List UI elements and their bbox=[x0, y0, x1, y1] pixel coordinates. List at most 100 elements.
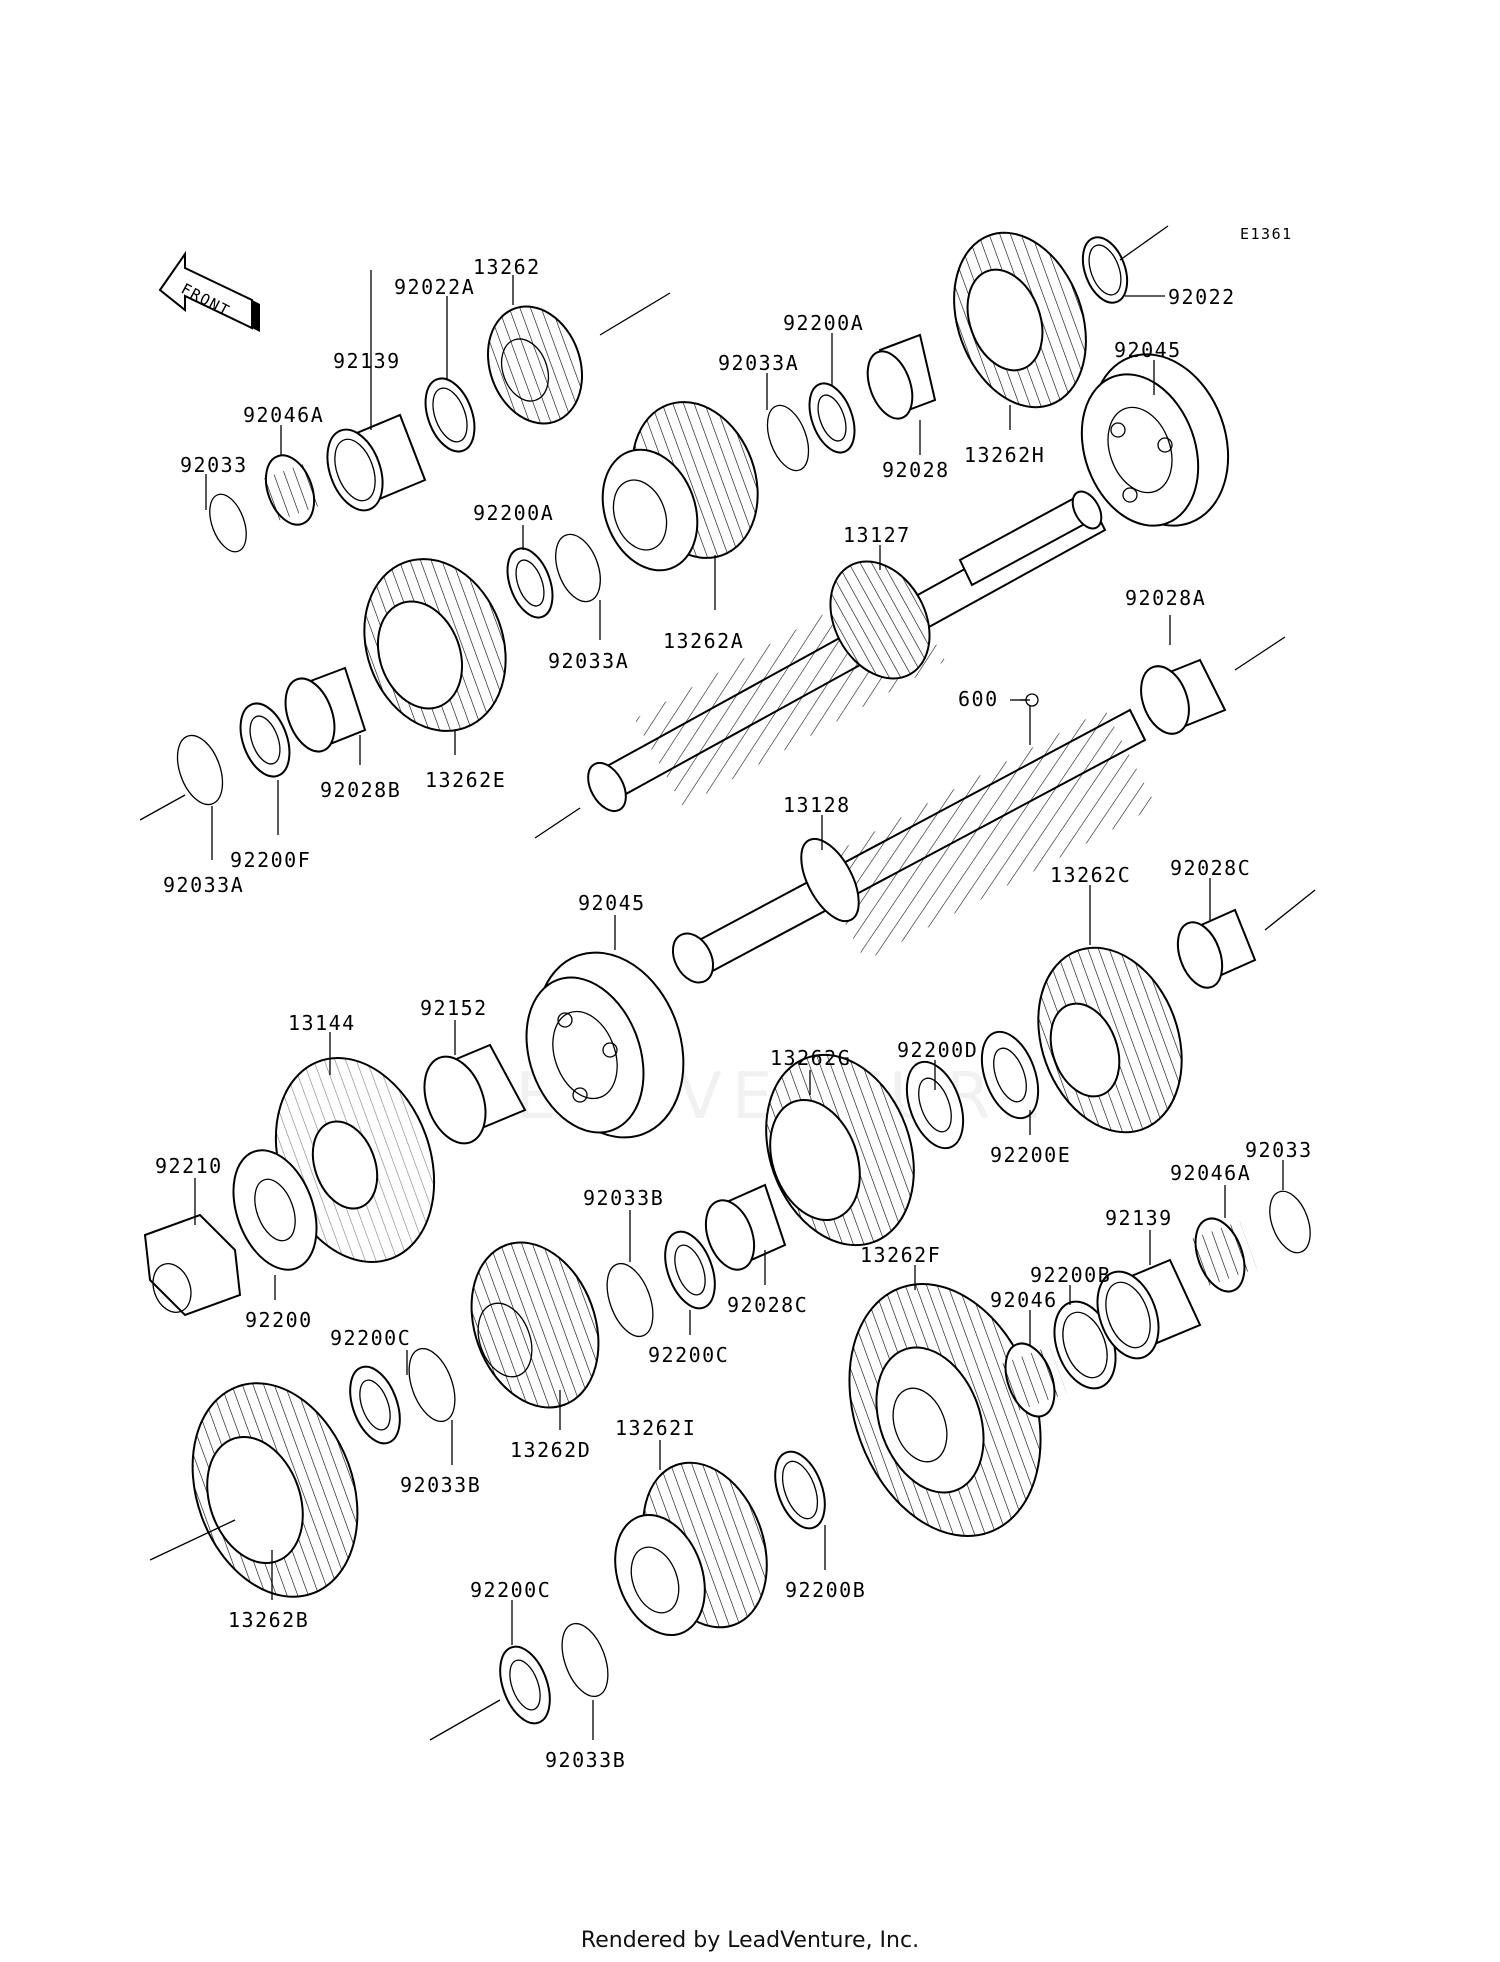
bushing-92028 bbox=[866, 333, 937, 420]
callout-92033B-bottom: 92033B bbox=[545, 1748, 626, 1772]
collar-92139-right bbox=[1096, 1258, 1202, 1360]
callout-13127: 13127 bbox=[843, 523, 911, 547]
bushing-92028C-mid bbox=[704, 1183, 787, 1271]
callout-13262H: 13262H bbox=[964, 443, 1045, 467]
callout-92033A-right: 92033A bbox=[718, 351, 799, 375]
callout-92028C-mid: 92028C bbox=[727, 1293, 808, 1317]
circlip-92033B-left bbox=[408, 1347, 456, 1423]
callout-13262F: 13262F bbox=[860, 1243, 941, 1267]
callout-92200D: 92200D bbox=[897, 1038, 978, 1062]
callout-92200C-mid: 92200C bbox=[648, 1343, 729, 1367]
circlip-92033B-bottom bbox=[561, 1622, 609, 1698]
washer-92200A-left bbox=[506, 547, 554, 619]
gear-13262B bbox=[191, 1382, 359, 1598]
gear-13262G bbox=[765, 1053, 915, 1247]
callout-13262: 13262 bbox=[473, 255, 541, 279]
callout-92139-right: 92139 bbox=[1105, 1206, 1173, 1230]
callout-92139-top: 92139 bbox=[333, 349, 401, 373]
washer-92200C-left bbox=[349, 1365, 401, 1445]
callout-13128: 13128 bbox=[783, 793, 851, 817]
needle-bearing-92046A-top bbox=[259, 454, 323, 526]
gear-13262C bbox=[1037, 946, 1183, 1134]
callout-92028C-right: 92028C bbox=[1170, 856, 1251, 880]
gear-13262D bbox=[470, 1241, 600, 1409]
circlip-92033A-left bbox=[176, 734, 224, 806]
washer-92200 bbox=[232, 1149, 318, 1271]
callout-92028B: 92028B bbox=[320, 778, 401, 802]
leader-lines bbox=[194, 270, 1284, 1740]
callout-13262B: 13262B bbox=[228, 1608, 309, 1632]
bearing-92045-mid bbox=[525, 951, 685, 1139]
washer-92200F bbox=[239, 702, 291, 778]
callout-92200F: 92200F bbox=[230, 848, 311, 872]
washer-92200C-mid bbox=[664, 1230, 716, 1310]
callout-13262D: 13262D bbox=[510, 1438, 591, 1462]
front-arrow: FRONT bbox=[158, 250, 260, 332]
callout-13262A: 13262A bbox=[663, 629, 744, 653]
bushing-92028A bbox=[1140, 658, 1227, 735]
shaft-13128 bbox=[671, 708, 1157, 984]
gear-13262A bbox=[601, 401, 759, 572]
callout-92210: 92210 bbox=[155, 1154, 223, 1178]
callout-92200B-top: 92200B bbox=[1030, 1263, 1111, 1287]
bearing-92045-top bbox=[1080, 353, 1230, 527]
callout-92200A-right: 92200A bbox=[783, 311, 864, 335]
needle-bearing-92046 bbox=[997, 1342, 1067, 1418]
gear-13127-integral bbox=[829, 560, 931, 680]
callout-92033-top: 92033 bbox=[180, 453, 248, 477]
diagram-id: E1361 bbox=[1240, 225, 1293, 243]
gear-13262 bbox=[486, 305, 584, 425]
circlip-92033B-mid bbox=[606, 1262, 654, 1338]
callout-92200A-left: 92200A bbox=[473, 501, 554, 525]
callout-92046A-top: 92046A bbox=[243, 403, 324, 427]
callout-92033A-left: 92033A bbox=[163, 873, 244, 897]
gear-13262E bbox=[363, 558, 507, 732]
nut-92210 bbox=[143, 1213, 242, 1317]
gear-13262F bbox=[848, 1283, 1042, 1537]
washer-92200E bbox=[980, 1030, 1040, 1120]
callout-92200: 92200 bbox=[245, 1308, 313, 1332]
callout-13262E: 13262E bbox=[425, 768, 506, 792]
bushing-92028C-right bbox=[1176, 908, 1257, 989]
callout-92200C-bottom: 92200C bbox=[470, 1578, 551, 1602]
callout-13262C: 13262C bbox=[1050, 863, 1131, 887]
callout-92022A: 92022A bbox=[394, 275, 475, 299]
callout-13262I: 13262I bbox=[615, 1416, 696, 1440]
washer-92200A-right bbox=[808, 382, 856, 454]
callout-92022: 92022 bbox=[1168, 285, 1236, 309]
callout-92028A: 92028A bbox=[1125, 586, 1206, 610]
callout-600: 600 bbox=[958, 687, 999, 711]
gear-13262H bbox=[953, 231, 1087, 409]
washer-92200C-bottom bbox=[499, 1645, 551, 1725]
washer-92200D bbox=[905, 1060, 965, 1150]
bushing-92028B bbox=[284, 666, 367, 753]
circlip-92033A-right bbox=[766, 404, 810, 472]
collar-92152 bbox=[423, 1043, 527, 1145]
washer-92022 bbox=[1081, 236, 1129, 304]
callout-92033-right: 92033 bbox=[1245, 1138, 1313, 1162]
callout-92028: 92028 bbox=[882, 458, 950, 482]
circlip-92033A-mid bbox=[555, 533, 601, 603]
circlip-92033-top bbox=[209, 493, 247, 553]
callout-92033B-left: 92033B bbox=[400, 1473, 481, 1497]
callout-92045-mid: 92045 bbox=[578, 891, 646, 915]
needle-bearing-92046A-right bbox=[1187, 1217, 1257, 1293]
circlip-92033-right bbox=[1269, 1190, 1311, 1254]
callout-13144: 13144 bbox=[288, 1011, 356, 1035]
callout-92045-top: 92045 bbox=[1114, 338, 1182, 362]
footer-credit: Rendered by LeadVenture, Inc. bbox=[580, 1928, 920, 1953]
callout-92046: 92046 bbox=[990, 1288, 1058, 1312]
callout-92033A-mid: 92033A bbox=[548, 649, 629, 673]
callout-92200E: 92200E bbox=[990, 1143, 1071, 1167]
callout-labels: 13262 92022A 92139 92046A 92033 92200A 9… bbox=[155, 255, 1313, 1772]
washer-92200B-bottom bbox=[774, 1450, 826, 1530]
callout-92046A-right: 92046A bbox=[1170, 1161, 1251, 1185]
gear-13262I bbox=[614, 1461, 768, 1637]
callout-92152: 92152 bbox=[420, 996, 488, 1020]
callout-92200B-bottom: 92200B bbox=[785, 1578, 866, 1602]
callout-13262G: 13262G bbox=[770, 1046, 851, 1070]
callout-92200C-left: 92200C bbox=[330, 1326, 411, 1350]
washer-92022A bbox=[424, 377, 476, 453]
collar-92139-top bbox=[326, 413, 427, 512]
